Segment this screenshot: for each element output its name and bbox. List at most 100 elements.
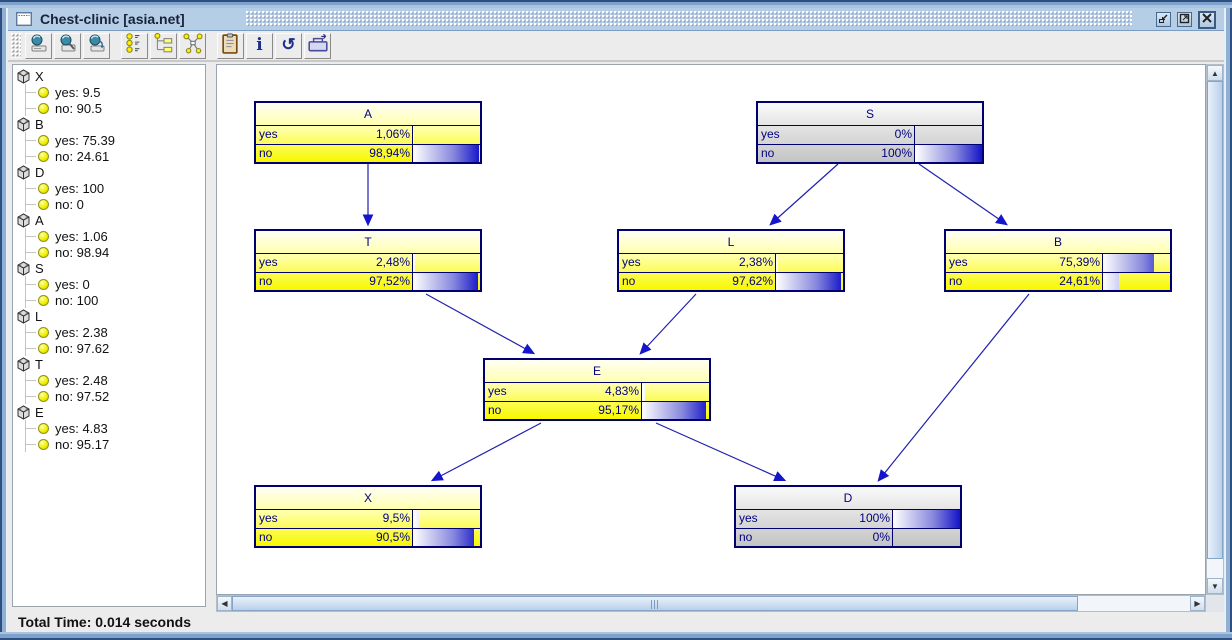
tree-state-item[interactable]: no: 100 [26,292,205,308]
tree-state-item[interactable]: yes: 75.39 [26,132,205,148]
tree-node-D[interactable]: D [16,164,205,180]
bn-state-label: yes [622,255,641,269]
horizontal-scroll-thumb[interactable] [232,596,1078,611]
evidence-bag-icon [307,33,329,58]
tree-node-label: T [35,356,43,372]
tree-state-label: no: 0 [55,196,84,212]
tree-state-item[interactable]: yes: 0 [26,276,205,292]
scroll-right-button[interactable]: ▶ [1190,596,1205,611]
bn-state-label: no [259,146,273,160]
tree-state-item[interactable]: no: 24.61 [26,148,205,164]
tree-node-T[interactable]: T [16,356,205,372]
tree-state-label: yes: 2.38 [55,324,108,340]
state-ball-icon [38,326,49,338]
toolbar-grip[interactable] [11,33,21,58]
node-cube-icon [16,116,31,132]
horizontal-scrollbar[interactable]: ◀ ▶ [216,595,1206,612]
bn-state-value: 90,5% [375,530,410,544]
tree-node-E[interactable]: E [16,404,205,420]
retract-evidence-button[interactable] [304,32,331,59]
tree-state-item[interactable]: yes: 2.38 [26,324,205,340]
save-network-3-button[interactable] [83,32,110,59]
bn-probability-bar [914,126,982,144]
tree-state-item[interactable]: no: 0 [26,196,205,212]
tree-state-item[interactable]: no: 97.62 [26,340,205,356]
maximize-button[interactable] [1177,12,1192,27]
bn-bar-fill [1103,254,1154,272]
bn-state-value: 97,62% [732,274,773,288]
save-network-2-button[interactable] [54,32,81,59]
tree-node-A[interactable]: A [16,212,205,228]
bn-bar-fill [776,254,778,272]
tree-node-label: S [35,260,44,276]
globe-bar-icon [28,32,50,59]
save-network-1-button[interactable] [25,32,52,59]
bn-bar-fill [413,254,415,272]
bn-node-title: L [619,231,843,254]
scroll-up-button[interactable]: ▲ [1207,65,1223,81]
junction-tree-view-button[interactable] [179,32,206,59]
tree-state-item[interactable]: no: 97.52 [26,388,205,404]
tree-state-item[interactable]: yes: 9.5 [26,84,205,100]
clipboard-button[interactable] [217,32,244,59]
tree-state-item[interactable]: no: 95.17 [26,436,205,452]
bn-state-label: no [761,146,775,160]
junction-tree-icon [182,32,204,59]
bn-state-label: no [949,274,963,288]
bn-probability-bar [775,254,843,272]
bn-node-title: E [485,360,709,383]
info-button[interactable]: i [246,32,273,59]
node-list-view-button[interactable] [121,32,148,59]
tree-state-label: yes: 2.48 [55,372,108,388]
bn-state-value: 100% [881,146,912,160]
bn-state-label: no [739,530,753,544]
tree-node-X[interactable]: X [16,68,205,84]
bn-state-label: no [259,530,273,544]
tree-node-label: X [35,68,44,84]
bn-probability-bar [641,402,709,419]
bn-state-value: 75,39% [1059,255,1100,269]
tree-state-item[interactable]: yes: 100 [26,180,205,196]
tree-state-item[interactable]: no: 98.94 [26,244,205,260]
tree-state-label: no: 100 [55,292,99,308]
bn-probability-bar [1102,254,1170,272]
bn-probability-bar [1102,273,1170,290]
bn-state-value: 2,48% [375,255,410,269]
tree-state-item[interactable]: yes: 2.48 [26,372,205,388]
tree-state-item[interactable]: no: 90.5 [26,100,205,116]
tree-state-label: yes: 75.39 [55,132,115,148]
bn-state-value: 97,52% [369,274,410,288]
bn-probability-bar [412,273,480,290]
tree-node-B[interactable]: B [16,116,205,132]
close-button[interactable] [1198,10,1216,29]
reset-button[interactable]: ↺ [275,32,302,59]
tree-state-item[interactable]: yes: 4.83 [26,420,205,436]
bn-bar-fill [776,273,842,290]
tree-node-S[interactable]: S [16,260,205,276]
node-tree-view-button[interactable] [150,32,177,59]
tree-node-label: E [35,404,44,420]
scroll-left-button[interactable]: ◀ [217,596,232,611]
tree-node-L[interactable]: L [16,308,205,324]
title-bar[interactable]: Chest-clinic [asia.net] [8,8,1224,31]
vertical-scrollbar[interactable]: ▲ ▼ [1206,64,1224,595]
scroll-down-button[interactable]: ▼ [1207,578,1223,594]
vertical-scroll-thumb[interactable] [1207,81,1223,559]
minimize-button[interactable] [1156,12,1171,27]
edge-S-L [769,163,839,226]
tree-state-item[interactable]: yes: 1.06 [26,228,205,244]
